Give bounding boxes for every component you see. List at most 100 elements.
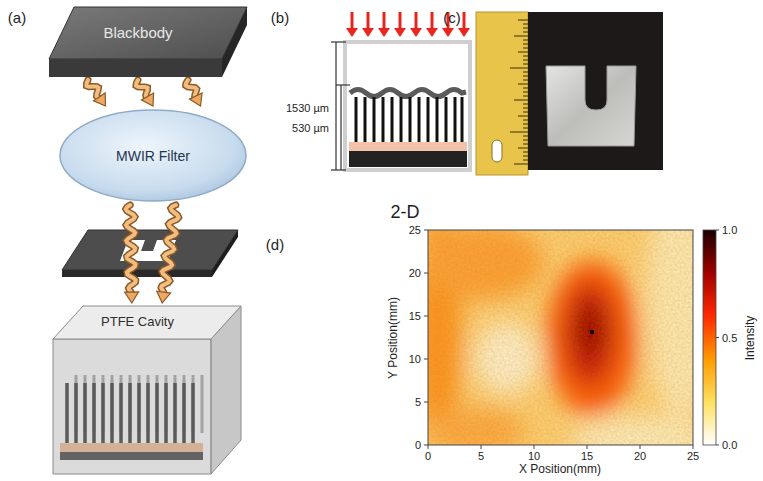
drawn-shape xyxy=(62,230,238,270)
drawn-shape xyxy=(523,120,528,121)
drawn-shape xyxy=(454,97,457,142)
node-label: PTFE Cavity xyxy=(101,315,174,330)
plot-label: 530 µm xyxy=(292,122,329,135)
drawn-shape xyxy=(518,52,528,53)
drawn-shape xyxy=(424,316,428,317)
radiation-wave xyxy=(87,80,101,99)
drawn-shape xyxy=(510,20,528,164)
drawn-shape xyxy=(716,337,719,338)
drawn-shape xyxy=(391,97,394,142)
drawn-shape xyxy=(362,28,374,37)
radiation-wave xyxy=(136,80,148,99)
drawn-shape xyxy=(367,12,370,29)
drawn-shape xyxy=(428,230,693,445)
drawn-shape xyxy=(427,97,430,142)
arrow-head xyxy=(94,93,106,106)
plot-label: 15 xyxy=(409,310,421,323)
plot-label: 10 xyxy=(409,353,421,366)
drawn-shape xyxy=(461,97,464,142)
plot-label: 10 xyxy=(528,450,540,463)
radiation-wave xyxy=(126,205,136,294)
drawn-shape xyxy=(424,359,428,360)
drawn-shape xyxy=(587,445,588,449)
drawn-shape xyxy=(523,124,528,125)
drawn-shape xyxy=(418,97,421,142)
drawn-shape xyxy=(346,28,358,37)
drawn-shape xyxy=(523,128,528,129)
drawn-shape xyxy=(716,445,719,446)
drawn-shape xyxy=(523,32,528,33)
drawn-shape xyxy=(383,12,386,29)
drawn-shape xyxy=(523,56,528,57)
drawn-shape xyxy=(424,273,428,274)
drawn-shape xyxy=(523,44,528,45)
plot-label: 25 xyxy=(687,450,699,463)
drawn-shape xyxy=(424,230,428,231)
radiation-wave xyxy=(186,80,197,98)
plot-label: Intensity xyxy=(744,316,758,361)
arrow-head xyxy=(141,93,153,106)
drawn-shape xyxy=(431,12,434,29)
color-bar xyxy=(703,230,719,445)
drawn-shape xyxy=(523,88,528,89)
drawn-shape xyxy=(141,240,157,251)
drawn-shape xyxy=(523,64,528,65)
drawn-shape xyxy=(523,144,528,145)
drawn-shape xyxy=(428,230,693,445)
drawn-shape xyxy=(350,90,466,97)
drawn-shape xyxy=(523,76,528,77)
arrow-head xyxy=(125,292,139,303)
drawn-shape xyxy=(49,7,247,59)
drawn-shape xyxy=(428,230,693,445)
drawn-shape xyxy=(426,28,438,37)
drawn-shape xyxy=(514,164,528,165)
drawn-shape xyxy=(523,24,528,25)
drawn-shape xyxy=(394,28,406,37)
filter-disc: MWIR Filter xyxy=(58,108,248,203)
arrow-head xyxy=(189,93,202,106)
radiation-wave xyxy=(87,80,101,99)
drawn-shape xyxy=(60,110,246,201)
drawn-shape xyxy=(400,97,403,142)
drawn-shape xyxy=(716,230,719,231)
drawn-shape xyxy=(222,7,247,77)
drawn-shape xyxy=(373,97,376,142)
drawn-shape xyxy=(458,28,470,37)
drawn-shape xyxy=(518,148,528,149)
drawn-shape xyxy=(335,42,336,170)
drawn-shape xyxy=(49,59,222,77)
plot-label: (d) xyxy=(266,236,284,253)
drawn-shape xyxy=(345,42,470,170)
drawn-shape xyxy=(349,142,467,151)
drawn-shape xyxy=(349,151,467,167)
drawn-shape xyxy=(378,28,390,37)
arrow-head xyxy=(157,291,171,303)
drawn-shape xyxy=(415,12,418,29)
drawn-shape xyxy=(523,104,528,105)
plot-label: 1530 µm xyxy=(286,102,329,115)
drawn-shape xyxy=(523,92,528,93)
radiation-arrow xyxy=(125,205,179,303)
plot-label: 15 xyxy=(581,450,593,463)
heat-map xyxy=(428,230,693,445)
drawn-shape xyxy=(331,41,346,42)
plot-label: 20 xyxy=(409,267,421,280)
drawn-shape xyxy=(481,445,482,449)
drawn-shape xyxy=(523,80,528,81)
drawn-shape xyxy=(445,97,448,142)
drawn-shape xyxy=(640,445,641,449)
drawn-shape xyxy=(523,152,528,153)
drawn-shape xyxy=(518,84,528,85)
drawn-shape xyxy=(399,12,402,29)
drawn-shape xyxy=(331,169,346,170)
drawn-shape xyxy=(424,402,428,403)
drawn-shape xyxy=(523,156,528,157)
drawn-shape xyxy=(510,132,528,133)
drawn-shape xyxy=(364,97,367,142)
plot-label: 0.5 xyxy=(722,331,737,344)
drawn-shape xyxy=(436,97,439,142)
drawn-shape xyxy=(518,116,528,117)
drawn-shape xyxy=(510,68,528,69)
